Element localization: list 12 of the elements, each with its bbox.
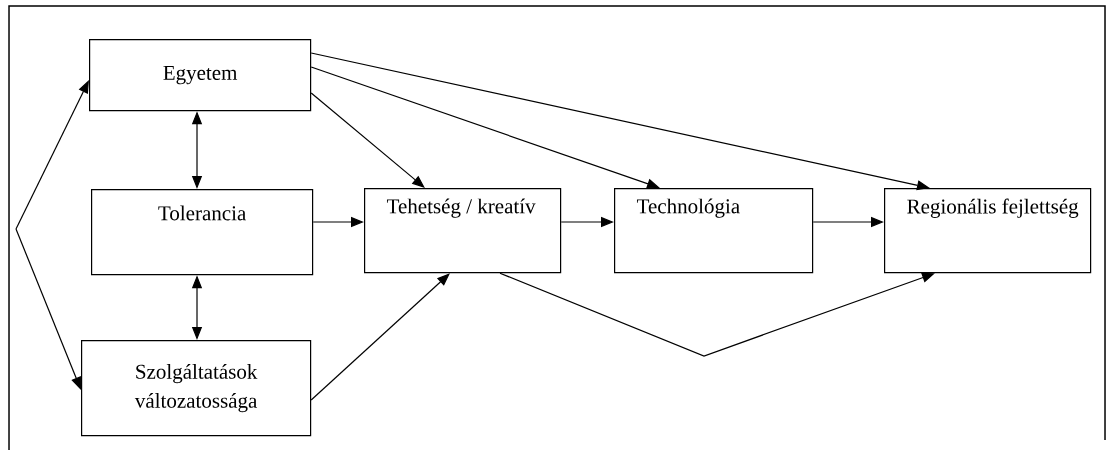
arrow [15,80,89,230]
box: Regionális fejlettség [884,188,1092,274]
arrow [310,66,660,189]
box: Tehetség / kreatív [364,188,562,274]
box: Technológia [614,188,814,274]
box: Tolerancia [91,189,314,276]
arrow [499,272,935,357]
arrow [310,92,425,188]
box: Szolgáltatások változatossága [81,340,312,437]
arrow [310,273,450,401]
arrow [15,228,81,390]
box: Egyetem [89,39,312,112]
